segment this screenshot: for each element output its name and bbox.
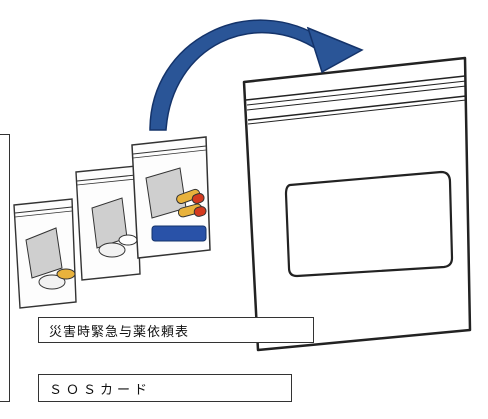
left-bracket (0, 134, 10, 402)
curved-arrow-icon (149, 19, 364, 131)
sos-card-label: ＳＯＳカード (38, 374, 292, 402)
large-zip-bag (242, 56, 472, 352)
small-pill-bag-2 (75, 165, 141, 281)
small-pill-bag-1 (13, 198, 77, 309)
small-pill-bag-3 (131, 136, 211, 259)
emergency-request-label: 災害時緊急与薬依頼表 (38, 317, 314, 343)
